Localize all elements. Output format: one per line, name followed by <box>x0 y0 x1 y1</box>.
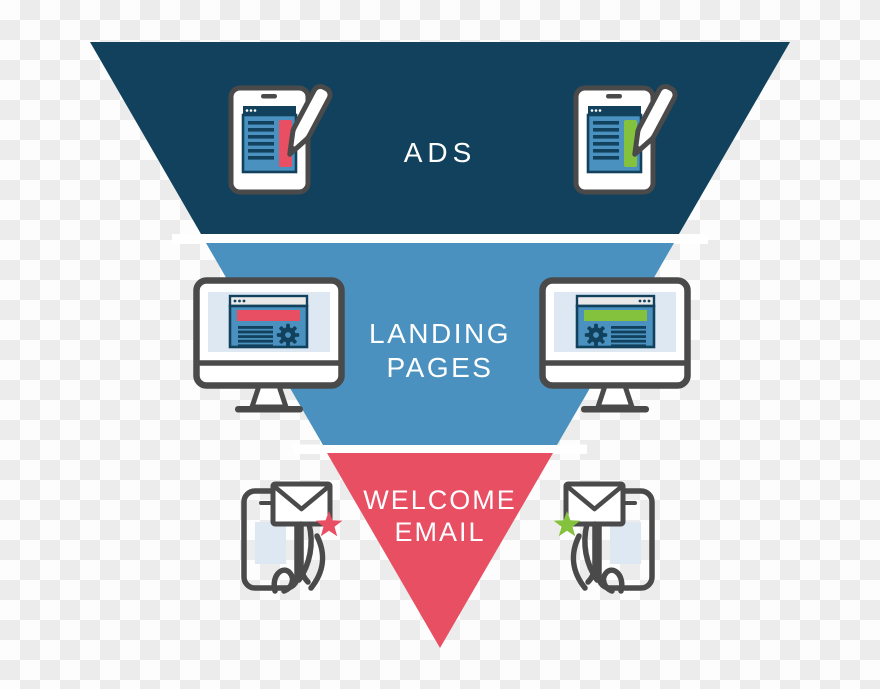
tablet-ad-icon-right <box>573 83 678 195</box>
phone-screen <box>610 522 641 564</box>
monitor-landing-icon-left <box>193 277 345 413</box>
browser-header <box>575 294 656 308</box>
funnel-gap-2 <box>293 444 587 454</box>
gear-icon <box>584 323 608 347</box>
browser-header-dots <box>590 109 602 112</box>
browser-text-lines <box>593 121 619 160</box>
browser-header-dots <box>638 299 651 303</box>
browser-header <box>243 106 296 115</box>
welcome-email-icon-right <box>553 481 655 594</box>
wrist-line <box>570 533 588 591</box>
finger-hook <box>600 567 625 594</box>
funnel-tier-welcome-email <box>327 453 553 648</box>
browser-header-dots <box>245 109 257 112</box>
gear-icon <box>276 323 300 347</box>
finger-hook <box>271 567 296 594</box>
monitor-base <box>235 406 303 413</box>
welcome-email-icon-left <box>241 481 343 594</box>
funnel-tier-ads <box>90 42 790 234</box>
tablet-ad-icon-left <box>228 83 333 195</box>
monitor-base <box>581 406 649 413</box>
funnel-gap-1 <box>172 234 708 244</box>
banner-bar <box>584 310 647 321</box>
phone-screen <box>255 522 286 564</box>
browser-text-lines <box>611 326 646 348</box>
star-icon <box>315 511 343 537</box>
browser-header <box>228 294 309 308</box>
browser-header-dots <box>233 299 246 303</box>
tablet-speaker <box>261 94 277 99</box>
monitor-landing-icon-right <box>539 277 691 413</box>
monitor-stand <box>248 383 290 410</box>
hand-stick <box>298 521 311 585</box>
pen-icon <box>287 83 333 157</box>
browser-text-lines <box>248 121 274 160</box>
hand-stick <box>585 521 598 585</box>
pen-icon <box>632 83 678 157</box>
browser-text-lines <box>238 326 273 348</box>
monitor-stand <box>594 383 636 410</box>
browser-header <box>588 106 641 115</box>
envelope-flap <box>566 485 623 512</box>
banner-bar <box>237 310 300 321</box>
wrist-line <box>308 533 326 591</box>
tablet-speaker <box>606 94 622 99</box>
envelope-flap <box>273 485 330 512</box>
star-icon <box>553 511 581 537</box>
